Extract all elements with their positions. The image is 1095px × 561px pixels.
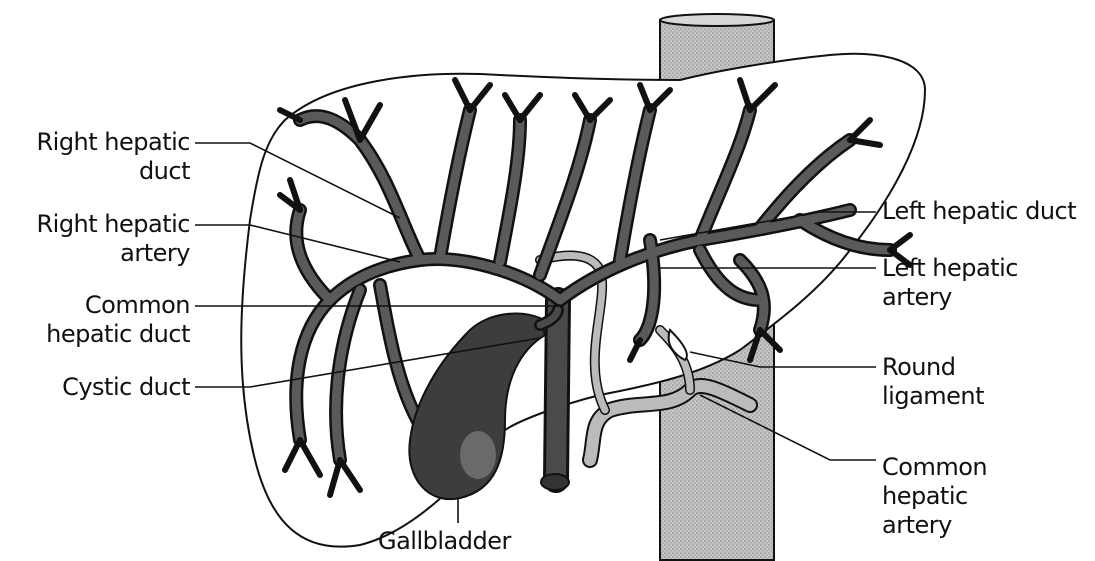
- label-line: Common: [882, 453, 987, 482]
- label-common-hepatic-artery: Common hepatic artery: [882, 453, 987, 540]
- label-line: Common: [10, 291, 190, 320]
- label-line: Right hepatic: [10, 210, 190, 239]
- label-line: Right hepatic: [10, 128, 190, 157]
- label-right-hepatic-duct: Right hepatic duct: [10, 128, 190, 186]
- label-cystic-duct: Cystic duct: [10, 373, 190, 402]
- label-left-hepatic-duct: Left hepatic duct: [882, 197, 1076, 226]
- label-line: hepatic: [882, 482, 987, 511]
- label-common-hepatic-duct: Common hepatic duct: [10, 291, 190, 349]
- label-line: ligament: [882, 382, 984, 411]
- label-line: hepatic duct: [10, 320, 190, 349]
- label-line: Round: [882, 353, 984, 382]
- label-round-ligament: Round ligament: [882, 353, 984, 411]
- label-right-hepatic-artery: Right hepatic artery: [10, 210, 190, 268]
- label-line: duct: [10, 157, 190, 186]
- label-line: artery: [882, 511, 987, 540]
- label-line: Left hepatic: [882, 254, 1018, 283]
- label-gallbladder: Gallbladder: [378, 527, 511, 556]
- label-line: artery: [882, 283, 1018, 312]
- label-line: artery: [10, 239, 190, 268]
- label-left-hepatic-artery: Left hepatic artery: [882, 254, 1018, 312]
